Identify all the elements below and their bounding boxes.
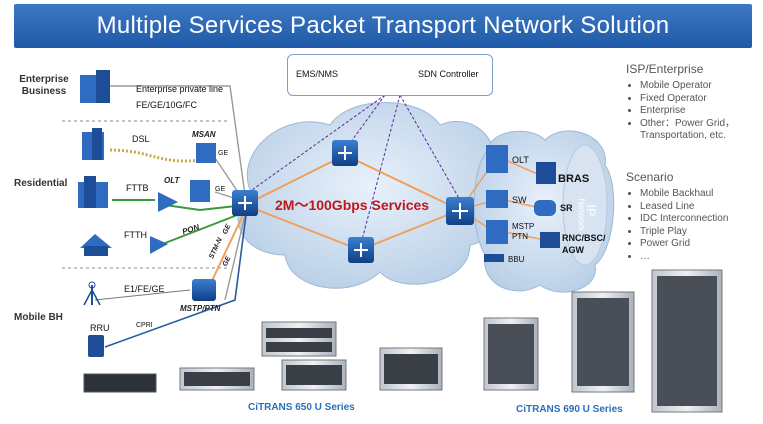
management-box (287, 54, 493, 96)
sr-icon (534, 200, 556, 216)
isp-heading: ISP/Enterprise (626, 62, 704, 76)
router-left-icon (232, 190, 258, 216)
title-banner: Multiple Services Packet Transport Netwo… (14, 4, 752, 48)
link-ftth (159, 211, 246, 246)
e1-label: E1/FE/GE (124, 284, 165, 294)
page-title: Multiple Services Packet Transport Netwo… (96, 12, 670, 39)
fttb-label: FTTB (126, 183, 149, 193)
isp-item: Fixed Operator (640, 93, 756, 106)
olt-right-label: OLT (512, 155, 529, 165)
chassis-690-3 (651, 269, 723, 413)
isp-item: Other：Power Grid，Transportation, etc. (640, 118, 756, 143)
link-msan (214, 157, 241, 196)
series-650-label: CiTRANS 650 U Series (248, 402, 355, 413)
ftth-house-icon (80, 234, 112, 256)
group-mobile: Mobile BH (14, 312, 63, 323)
sw-label: SW (512, 195, 527, 205)
scenario-item: … (640, 251, 756, 264)
sdn-label: SDN Controller (418, 69, 479, 79)
chassis-650-1 (261, 321, 337, 357)
rru-label: RRU (90, 323, 110, 333)
scenario-heading: Scenario (626, 170, 674, 184)
core-link-2 (244, 204, 361, 251)
sw-icon (486, 190, 508, 208)
scenario-item: Triple Play (640, 226, 756, 239)
mstp-right-label: MSTP PTN (512, 222, 535, 241)
network-label: Network (576, 198, 587, 232)
isp-panel: ISP/Enterprise Mobile Operator Fixed Ope… (626, 62, 756, 143)
link-r-rnc (504, 231, 546, 241)
mstp-right-icon (486, 220, 508, 244)
chassis-650-3 (281, 359, 347, 391)
ge-label-2: GE (215, 186, 226, 193)
olt-label: OLT (164, 176, 180, 185)
sr-label: SR (560, 203, 573, 213)
link-r-bras (504, 159, 541, 176)
enterprise-building-icon (80, 70, 110, 103)
link-stm (209, 214, 244, 286)
ftth-olt-icon (150, 236, 168, 254)
ftth-label: FTTH (124, 230, 147, 240)
core-link-3 (344, 154, 461, 211)
router-bottom-icon (348, 237, 374, 263)
router-top-icon (332, 140, 358, 166)
isp-item: Mobile Operator (640, 80, 756, 93)
fttb-switch-icon (190, 180, 210, 202)
msan-icon (196, 143, 216, 163)
ems-label: EMS/NMS (296, 69, 339, 79)
scenario-item: Mobile Backhaul (640, 188, 756, 201)
series-690-label: CiTRANS 690 U Series (516, 404, 623, 415)
olt-right-icon (486, 145, 508, 173)
enterprise-line-label: Enterprise private line (136, 84, 224, 94)
fttb-building-icon (78, 176, 108, 208)
chassis-650-5 (83, 373, 157, 393)
mgmt-link-1 (244, 94, 386, 196)
group-enterprise: Enterprise Business (19, 74, 69, 97)
bras-icon (536, 162, 556, 184)
chassis-650-4 (179, 367, 255, 391)
chassis-690-1 (483, 317, 539, 391)
msan-label: MSAN (192, 130, 216, 139)
services-label: 2M～100Gbps Services (275, 197, 430, 213)
rnc-icon (540, 232, 560, 248)
core-link-4 (359, 209, 461, 251)
link-enterprise (80, 85, 246, 196)
fttb-olt-icon (158, 192, 178, 212)
ip-network-oval (562, 144, 608, 266)
enterprise-ifaces-label: FE/GE/10G/FC (136, 100, 198, 110)
cpri-label: CPRI (136, 322, 153, 329)
scenario-panel: Scenario Mobile Backhaul Leased Line IDC… (626, 170, 756, 263)
rru-icon (88, 335, 104, 357)
link-rru (104, 214, 247, 348)
scenario-item: Power Grid (640, 238, 756, 251)
scenario-item: IDC Interconnection (640, 213, 756, 226)
router-right-icon (446, 197, 474, 225)
mstp-left-label: MSTP/PTN (180, 304, 221, 313)
link-e1 (94, 289, 191, 301)
dsl-building-icon (82, 128, 104, 160)
mstp-left-icon (192, 279, 216, 301)
bras-label: BRAS (558, 173, 590, 185)
antenna-icon (83, 281, 101, 306)
bbu-label: BBU (508, 255, 525, 264)
chassis-650-2 (379, 347, 443, 391)
bbu-icon (484, 254, 504, 262)
mgmt-link-3 (399, 94, 461, 201)
dsl-label: DSL (132, 134, 150, 144)
rnc-label: RNC/BSC/ AGW (562, 233, 606, 255)
group-residential: Residential (14, 178, 68, 189)
link-fttb (112, 199, 246, 212)
ge-label-1: GE (218, 150, 229, 157)
dsl-line (109, 148, 201, 163)
chassis-690-2 (571, 291, 635, 393)
core-link-1 (244, 154, 346, 206)
isp-item: Enterprise (640, 105, 756, 118)
scenario-item: Leased Line (640, 201, 756, 214)
link-mstp-ge (224, 214, 246, 301)
